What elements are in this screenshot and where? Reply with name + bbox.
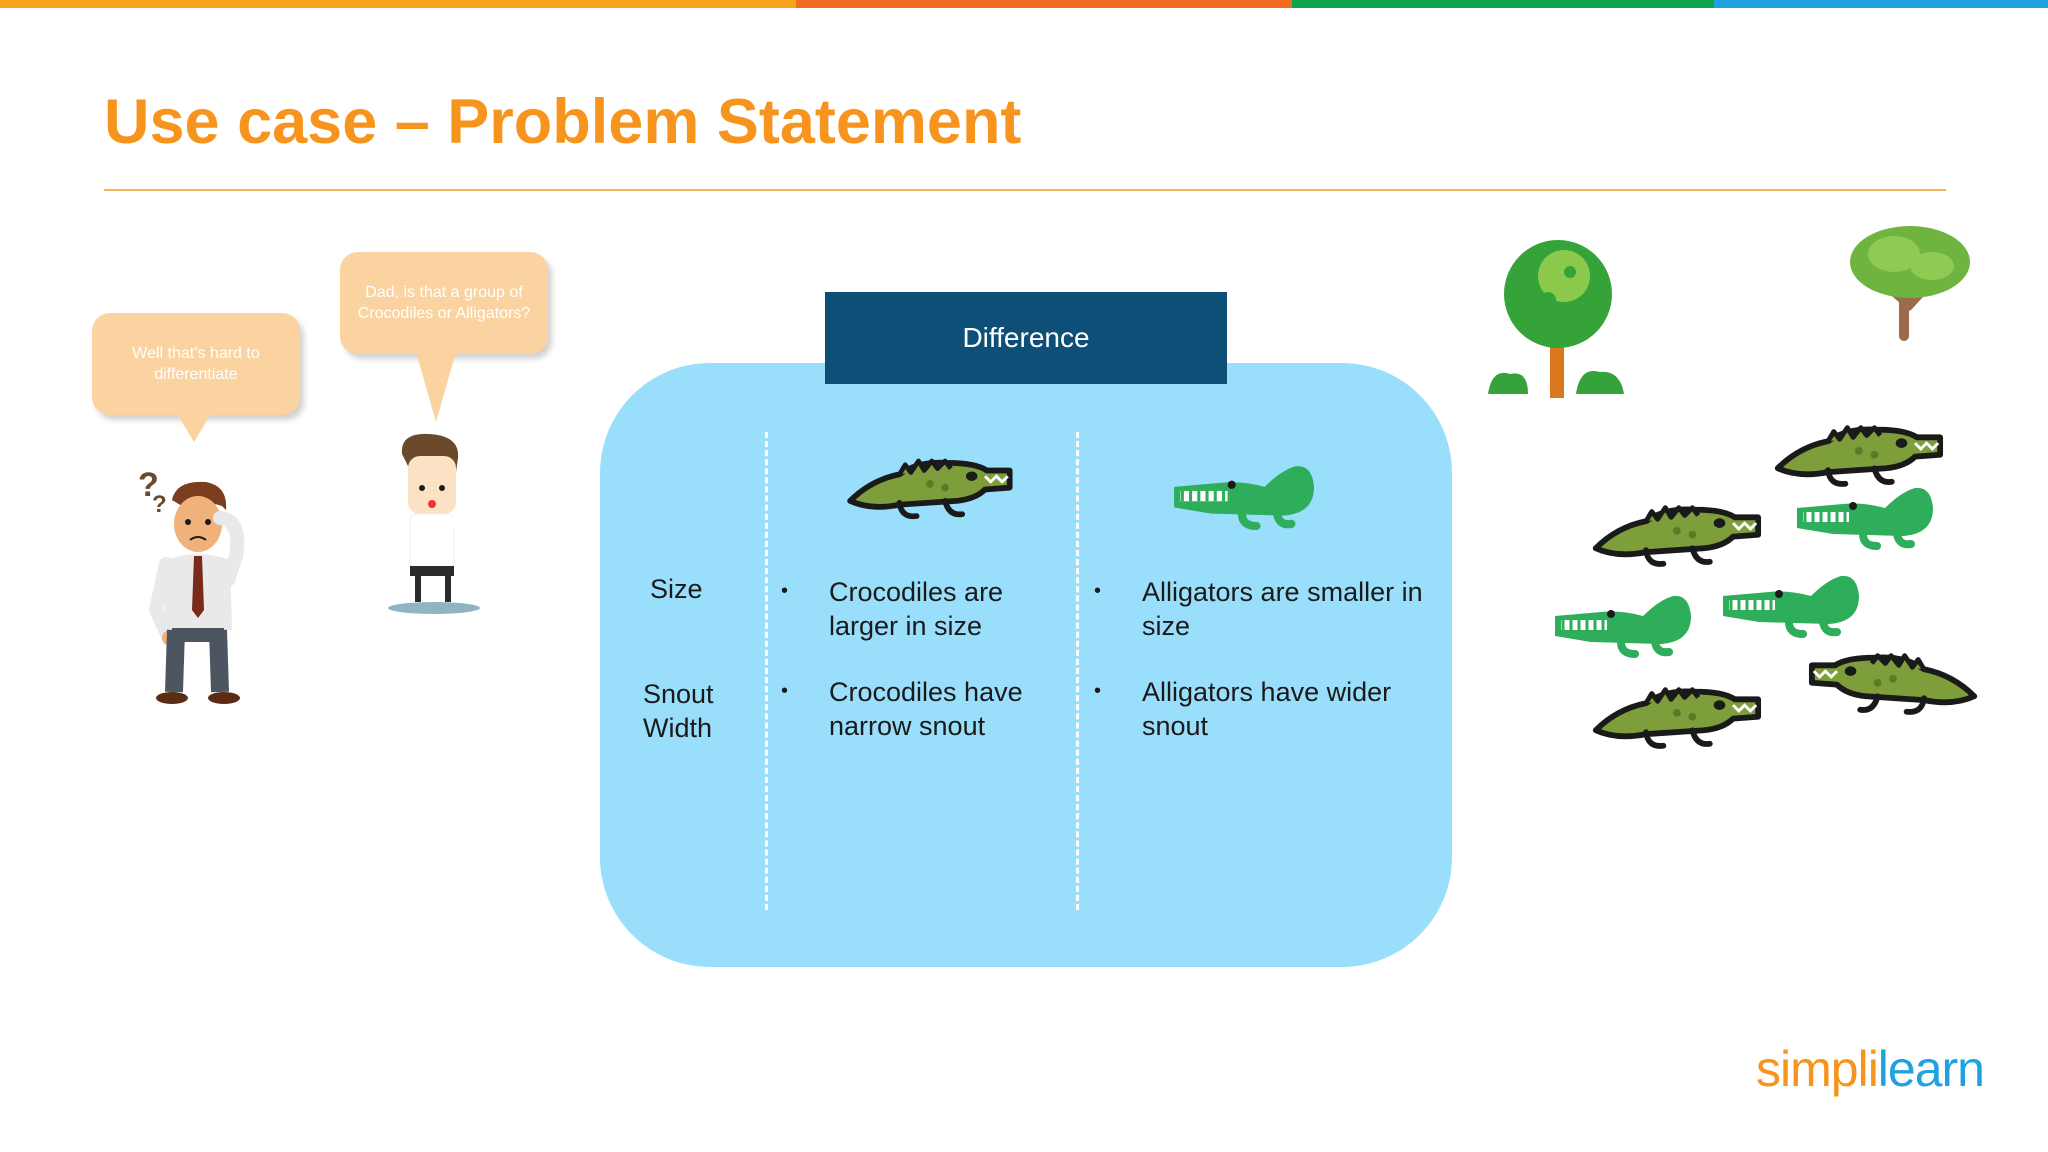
cell-crocodile-snout: Crocodiles have narrow snout [829,677,1023,741]
crocodile-icon [1588,488,1762,566]
accent-segment-blue [1714,0,2048,8]
child-speech-text: Dad, is that a group of Crocodiles or Al… [357,284,531,322]
cell-alligator-size: Alligators are smaller in size [1142,577,1423,641]
svg-text:?: ? [152,491,167,518]
accent-segment-red [796,0,1292,8]
child-bubble-tail [416,352,456,422]
column-divider-2 [1076,432,1079,910]
accent-segment-orange [0,0,796,8]
bullet: • [1094,580,1102,602]
difference-header: Difference [825,292,1227,384]
alligator-icon [1170,456,1314,528]
boy-icon [388,433,499,614]
simplilearn-logo: simplilearn [1756,1040,1985,1098]
cell-alligator-snout: Alligators have wider snout [1142,677,1392,741]
cell-crocodile-size: Crocodiles are larger in size [829,577,1004,641]
crocodile-icon [842,442,1014,518]
crocodile-icon [1588,670,1762,748]
father-bubble-tail [176,412,212,442]
slide-title: Use case – Problem Statement [104,87,1022,157]
tree-icon [1850,226,1970,341]
logo-text-i: i [1867,1041,1879,1097]
row-label-size: Size [650,574,703,604]
tree-icon [1488,240,1624,398]
confused-man-icon: ? ? [138,466,245,704]
column-divider-1 [765,432,768,910]
alligator-icon [1718,566,1860,636]
comparison-panel [600,363,1452,967]
child-speech-bubble: Dad, is that a group of Crocodiles or Al… [340,252,548,354]
alligator-icon [1550,586,1692,656]
logo-text-learn: learn [1877,1041,1985,1097]
accent-segment-green [1292,0,1714,8]
title-divider [104,189,1946,191]
bullet: • [781,680,789,702]
father-speech-text: Well that’s hard to differentiate [132,345,260,383]
crocodile-icon [1770,408,1944,486]
father-speech-bubble: Well that’s hard to differentiate [92,313,300,415]
crocodile-icon [1808,636,1982,714]
svg-text:?: ? [138,466,159,504]
logo-text-simpl: simpl [1756,1041,1869,1097]
top-accent-bar [0,0,2048,8]
bullet: • [781,580,789,602]
row-label-snout-width: Snout Width [643,679,714,743]
bullet: • [1094,680,1102,702]
alligator-icon [1792,478,1934,548]
